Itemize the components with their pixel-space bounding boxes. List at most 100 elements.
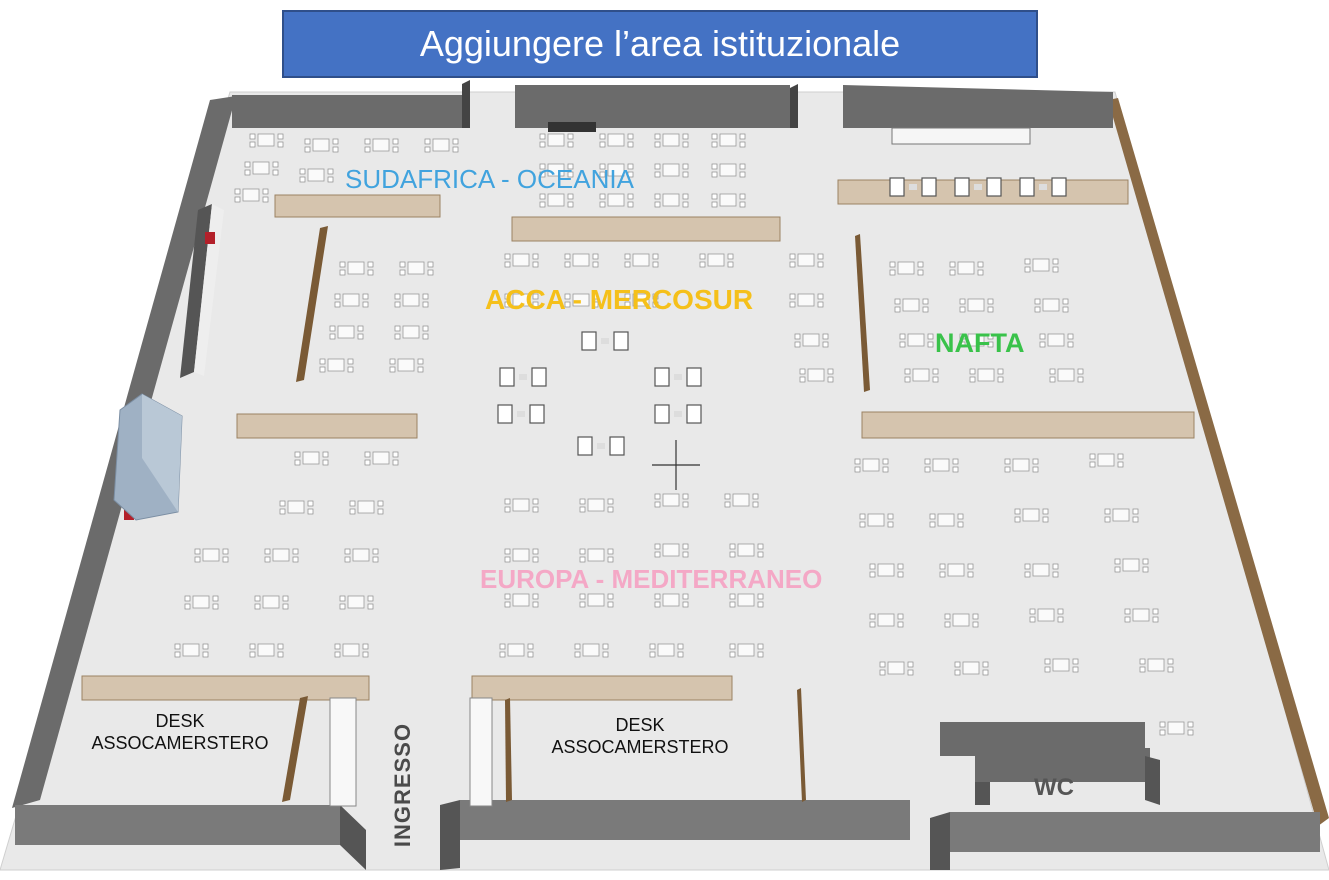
table-set bbox=[339, 595, 374, 610]
table-set bbox=[1124, 608, 1159, 623]
table-set bbox=[1004, 458, 1039, 473]
desk-right-line1: DESK bbox=[615, 715, 665, 735]
table-set bbox=[1104, 508, 1139, 523]
table-set bbox=[799, 368, 834, 383]
entrance-label: INGRESSO bbox=[390, 722, 415, 848]
table-set bbox=[279, 500, 314, 515]
table-set bbox=[504, 293, 539, 308]
table-set bbox=[539, 133, 574, 148]
zone-label-wc: WC bbox=[1034, 774, 1074, 801]
table-set bbox=[504, 253, 539, 268]
table-set bbox=[399, 261, 434, 276]
table-set bbox=[249, 643, 284, 658]
table-set bbox=[654, 193, 689, 208]
table-set bbox=[564, 253, 599, 268]
desk-right-line2: ASSOCAMERSTERO bbox=[551, 737, 729, 757]
table-set bbox=[504, 498, 539, 513]
lounge-set bbox=[889, 177, 937, 197]
table-set bbox=[244, 161, 279, 176]
table-set bbox=[539, 193, 574, 208]
table-set bbox=[879, 661, 914, 676]
table-set bbox=[579, 593, 614, 608]
zone-label-acca: ACCA - MERCOSUR bbox=[485, 284, 754, 315]
table-set bbox=[234, 188, 269, 203]
table-set bbox=[599, 193, 634, 208]
table-set bbox=[854, 458, 889, 473]
table-set bbox=[869, 563, 904, 578]
table-set bbox=[599, 163, 634, 178]
table-set bbox=[539, 163, 574, 178]
top-walls bbox=[232, 80, 1113, 128]
table-set bbox=[954, 661, 989, 676]
table-set bbox=[1014, 508, 1049, 523]
table-set bbox=[249, 133, 284, 148]
table-set bbox=[944, 613, 979, 628]
lounge-set bbox=[654, 404, 702, 424]
table-set bbox=[959, 333, 994, 348]
table-set bbox=[334, 293, 369, 308]
right-wall bbox=[1108, 98, 1329, 826]
table-set bbox=[1044, 658, 1079, 673]
table-set bbox=[1049, 368, 1084, 383]
desk-left-line2: ASSOCAMERSTERO bbox=[91, 733, 269, 753]
desk-left-line1: DESK bbox=[155, 711, 205, 731]
dividers bbox=[282, 226, 870, 802]
table-set bbox=[959, 298, 994, 313]
table-set bbox=[711, 193, 746, 208]
table-set bbox=[1114, 558, 1149, 573]
table-set bbox=[949, 261, 984, 276]
table-set bbox=[1089, 453, 1124, 468]
table-set bbox=[729, 543, 764, 558]
table-set bbox=[504, 593, 539, 608]
table-set bbox=[194, 548, 229, 563]
table-set bbox=[504, 548, 539, 563]
table-set bbox=[334, 643, 369, 658]
table-set bbox=[654, 543, 689, 558]
table-set bbox=[364, 138, 399, 153]
table-set bbox=[174, 643, 209, 658]
table-set bbox=[1024, 258, 1059, 273]
glass-booth bbox=[113, 393, 183, 521]
table-set bbox=[929, 513, 964, 528]
table-set bbox=[624, 253, 659, 268]
desk-label-left: DESK ASSOCAMERSTERO bbox=[60, 710, 300, 754]
table-set bbox=[299, 168, 334, 183]
table-set bbox=[924, 458, 959, 473]
table-set bbox=[579, 498, 614, 513]
table-set bbox=[349, 500, 384, 515]
lounge-set bbox=[954, 177, 1002, 197]
table-set bbox=[1039, 333, 1074, 348]
table-set bbox=[729, 643, 764, 658]
table-set bbox=[654, 593, 689, 608]
partitions bbox=[81, 179, 1195, 701]
table-set bbox=[599, 133, 634, 148]
table-set bbox=[649, 643, 684, 658]
table-set bbox=[789, 253, 824, 268]
crosshair-marker bbox=[652, 440, 700, 490]
lounge-set bbox=[581, 331, 629, 351]
table-set bbox=[389, 358, 424, 373]
wc-rooms bbox=[940, 722, 1160, 805]
table-set bbox=[969, 368, 1004, 383]
table-set bbox=[724, 493, 759, 508]
table-set bbox=[184, 595, 219, 610]
table-set bbox=[254, 595, 289, 610]
table-set bbox=[1139, 658, 1174, 673]
table-set bbox=[699, 253, 734, 268]
table-set bbox=[344, 548, 379, 563]
top-counter bbox=[548, 122, 1031, 145]
table-set bbox=[294, 451, 329, 466]
table-set bbox=[794, 333, 829, 348]
table-set bbox=[339, 261, 374, 276]
table-set bbox=[869, 613, 904, 628]
lounge-set bbox=[497, 404, 545, 424]
table-set bbox=[789, 293, 824, 308]
table-set bbox=[364, 451, 399, 466]
bottom-walls bbox=[15, 800, 1320, 870]
table-set bbox=[424, 138, 459, 153]
table-set bbox=[654, 133, 689, 148]
table-set bbox=[329, 325, 364, 340]
desk-label-right: DESK ASSOCAMERSTERO bbox=[520, 714, 760, 758]
table-set bbox=[574, 643, 609, 658]
table-set bbox=[729, 593, 764, 608]
